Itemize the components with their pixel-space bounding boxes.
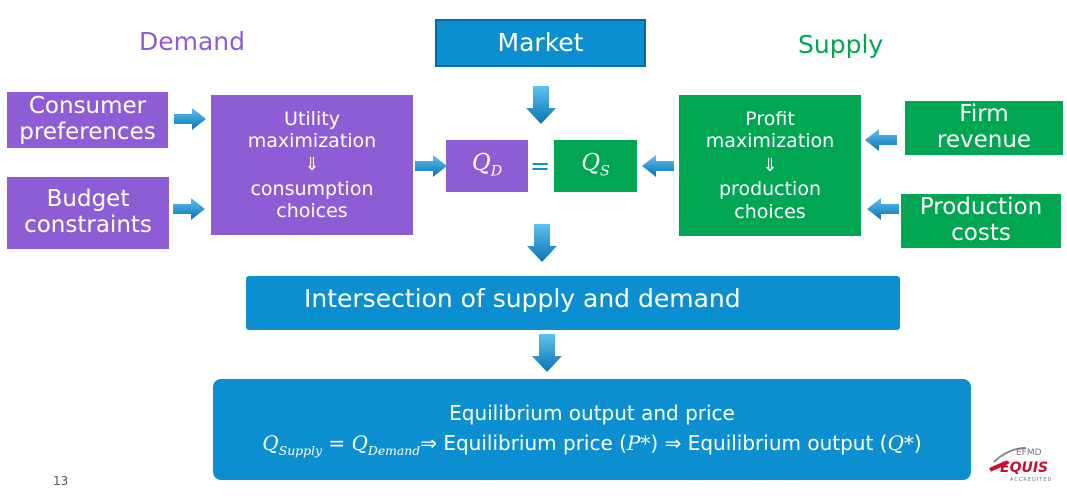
logo-accredited: ACCREDITED: [1010, 477, 1053, 483]
utility-line3: consumption: [250, 177, 374, 200]
quantity-demanded-label: QD: [471, 150, 503, 180]
demand-header: Demand: [139, 27, 246, 56]
budget-constraints-line1: Budget: [46, 186, 130, 213]
production-costs-line1: Production: [919, 194, 1043, 221]
firm-revenue-box: Firm revenue: [905, 101, 1063, 155]
intersection-box: Intersection of supply and demand: [246, 276, 900, 330]
utility-line2: maximization: [247, 129, 377, 152]
consumer-preferences-line2: preferences: [19, 119, 156, 145]
arrow-right-icon: [173, 198, 205, 220]
intersection-label: Intersection of supply and demand: [304, 284, 741, 313]
equilibrium-box: Equilibrium output and price QSupply = Q…: [213, 379, 971, 480]
logo-equis: EQUIS: [1000, 460, 1049, 476]
equilibrium-title: Equilibrium output and price: [449, 401, 735, 426]
market-header-box: Market: [435, 19, 646, 67]
arrow-down-icon: [532, 334, 562, 372]
arrow-left-icon: [865, 129, 897, 151]
profit-line4: choices: [734, 200, 806, 223]
arrow-down-icon: [527, 224, 557, 262]
equilibrium-equation: QSupply = QDemand⇒ Equilibrium price (P*…: [262, 431, 922, 459]
profit-line1: Profit: [745, 108, 795, 131]
production-costs-box: Production costs: [901, 194, 1061, 248]
firm-revenue-line1: Firm: [959, 101, 1009, 128]
page-number: 13: [53, 474, 69, 488]
quantity-supplied-label: QS: [581, 150, 610, 180]
quantity-supplied-box: QS: [554, 140, 637, 192]
production-costs-line2: costs: [951, 220, 1011, 246]
supply-header: Supply: [798, 30, 884, 59]
arrow-down-icon: [526, 86, 556, 124]
utility-maximization-box: Utility maximization ⇓ consumption choic…: [211, 95, 413, 235]
equals-sign: =: [530, 152, 551, 180]
market-header: Market: [497, 28, 584, 57]
quantity-demanded-box: QD: [446, 140, 528, 192]
utility-line1: Utility: [284, 107, 340, 130]
firm-revenue-line2: revenue: [936, 127, 1032, 153]
budget-constraints-line2: constraints: [24, 212, 152, 238]
arrow-right-icon: [174, 108, 206, 130]
implies-down-icon: ⇓: [762, 154, 778, 176]
consumer-preferences-line1: Consumer: [28, 93, 147, 120]
arrow-left-icon: [867, 198, 899, 220]
logo-swoosh-icon: [989, 447, 1027, 472]
arrow-left-icon: [642, 155, 674, 177]
consumer-preferences-box: Consumer preferences: [7, 92, 168, 148]
profit-line3: production: [718, 178, 822, 201]
budget-constraints-box: Budget constraints: [7, 177, 169, 249]
equis-logo: EFMD EQUIS ACCREDITED: [986, 440, 1056, 490]
implies-down-icon: ⇓: [304, 154, 320, 176]
utility-line4: choices: [276, 200, 348, 223]
arrow-right-icon: [415, 155, 447, 177]
logo-efmd: EFMD: [1016, 448, 1042, 458]
profit-line2: maximization: [705, 130, 835, 153]
profit-maximization-box: Profit maximization ⇓ production choices: [679, 95, 861, 236]
